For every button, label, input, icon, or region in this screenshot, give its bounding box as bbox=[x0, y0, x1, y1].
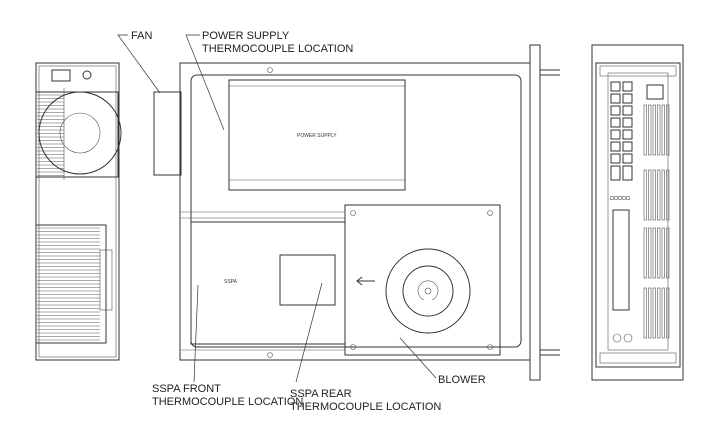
vent-slot bbox=[648, 104, 652, 156]
connector-icon bbox=[610, 141, 621, 152]
sspa-rear-tc-label-2: THERMOCOUPLE LOCATION bbox=[290, 401, 441, 413]
vent-slot bbox=[648, 287, 652, 339]
heatsink bbox=[37, 227, 100, 341]
vent-slot bbox=[666, 287, 670, 339]
power-supply-box bbox=[228, 79, 406, 191]
side-view bbox=[35, 62, 122, 361]
connector-icon bbox=[622, 81, 633, 92]
blower-plate bbox=[344, 204, 501, 356]
connector-icon bbox=[622, 141, 633, 152]
vent-slot bbox=[652, 287, 656, 339]
vent-slot bbox=[666, 104, 670, 156]
fan-icon bbox=[38, 91, 122, 175]
vent-slot bbox=[643, 287, 647, 339]
vent-slot bbox=[652, 169, 656, 221]
vent-slot bbox=[652, 227, 656, 279]
connector-icon bbox=[622, 105, 633, 116]
fan-grille bbox=[37, 94, 64, 176]
power-supply-tc-label-2: THERMOCOUPLE LOCATION bbox=[202, 43, 353, 55]
vent-slot bbox=[643, 227, 647, 279]
connector-icon bbox=[610, 117, 621, 128]
vent-slot bbox=[661, 169, 665, 221]
chassis-top-view: POWER SUPPLY SSPA bbox=[179, 44, 560, 381]
connector-icon bbox=[622, 117, 633, 128]
vent-slot bbox=[643, 104, 647, 156]
blower-icon bbox=[385, 248, 471, 334]
vent-slot bbox=[643, 169, 647, 221]
vent-slot bbox=[661, 227, 665, 279]
blower-label: BLOWER bbox=[438, 374, 486, 386]
fan-housing bbox=[153, 91, 182, 176]
vent-slot bbox=[661, 104, 665, 156]
sspa-front-tc-label-2: THERMOCOUPLE LOCATION bbox=[152, 396, 303, 408]
connector-icon bbox=[610, 93, 621, 104]
connector-icon bbox=[610, 129, 621, 140]
connector-icon bbox=[622, 153, 633, 164]
connector-icon bbox=[610, 81, 621, 92]
connector-icon bbox=[622, 93, 633, 104]
vent-slot bbox=[657, 227, 661, 279]
vent-slot bbox=[666, 169, 670, 221]
vent-slot bbox=[648, 169, 652, 221]
power-supply-tc-label: POWER SUPPLY bbox=[202, 30, 290, 42]
fan-label: FAN bbox=[131, 30, 152, 42]
vent-slot bbox=[652, 104, 656, 156]
power-supply-text: POWER SUPPLY bbox=[297, 133, 337, 139]
vent-slot bbox=[657, 169, 661, 221]
leader-lines bbox=[117, 34, 437, 383]
vent-slot bbox=[666, 227, 670, 279]
vent-slot bbox=[661, 287, 665, 339]
sspa-front-tc-label: SSPA FRONT bbox=[152, 383, 221, 395]
connector-icon bbox=[622, 129, 633, 140]
sspa-rear-tc-label: SSPA REAR bbox=[290, 388, 352, 400]
connector-icon bbox=[610, 105, 621, 116]
sspa-text: SSPA bbox=[224, 279, 238, 285]
vent-slot bbox=[657, 104, 661, 156]
connector-icon bbox=[610, 153, 621, 164]
vent-slot bbox=[648, 227, 652, 279]
front-panel-view bbox=[591, 44, 684, 381]
vent-slot bbox=[657, 287, 661, 339]
